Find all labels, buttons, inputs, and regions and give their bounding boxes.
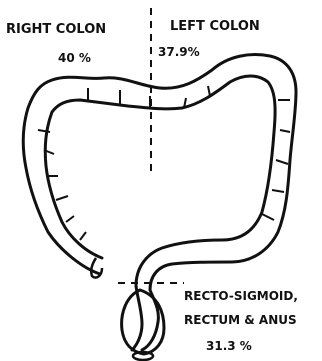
anus-opening [133,352,153,360]
right-colon-percentage: 40 % [58,51,91,65]
rectosigmoid-percentage: 31.3 % [206,339,252,353]
right-colon-title: RIGHT COLON [6,22,106,37]
rectosigmoid-label-line1: RECTO-SIGMOID, [184,289,298,303]
left-colon-percentage: 37.9% [158,45,200,59]
left-colon-title: LEFT COLON [170,19,260,34]
appendix [91,258,102,278]
rectosigmoid-label-line2: RECTUM & ANUS [184,313,297,327]
